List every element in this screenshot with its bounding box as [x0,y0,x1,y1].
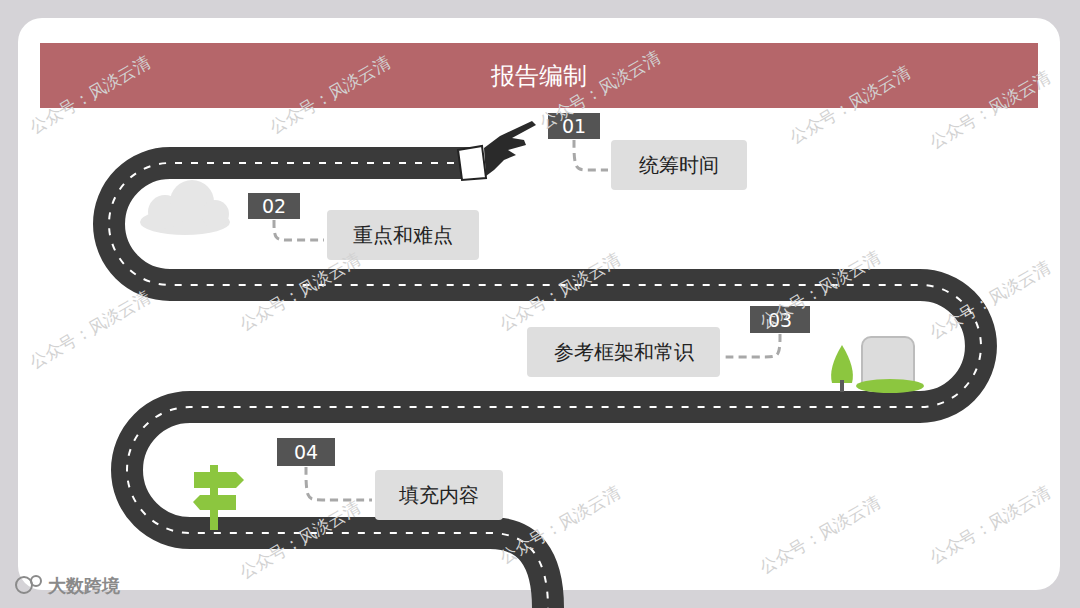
step-text: 重点和难点 [353,222,453,249]
tree-and-sign [831,337,924,393]
callout-number: 04 [277,438,335,466]
panel [18,18,1060,590]
title-text: 报告编制 [491,60,587,92]
road-surface [109,163,981,608]
leader-line [723,334,780,357]
road-centerline [109,163,981,608]
leader-line [274,220,324,240]
step-text: 统筹时间 [639,152,719,179]
callout-number: 02 [248,193,300,219]
road [109,163,981,608]
leader-line [306,467,372,500]
step-box: 统筹时间 [611,140,747,190]
leader-line [574,140,608,170]
brand-label: 大数跨境 [48,574,120,598]
signpost [193,465,244,530]
brand-logo [16,576,41,593]
step-box: 参考框架和常识 [527,327,720,377]
callout-number-text: 02 [262,195,286,217]
step-text: 填充内容 [399,482,479,509]
cloud [140,180,230,235]
pointing-hand [458,121,536,180]
step-box: 填充内容 [375,470,503,520]
step-text: 参考框架和常识 [554,339,694,366]
callout-number-text: 04 [294,441,318,463]
